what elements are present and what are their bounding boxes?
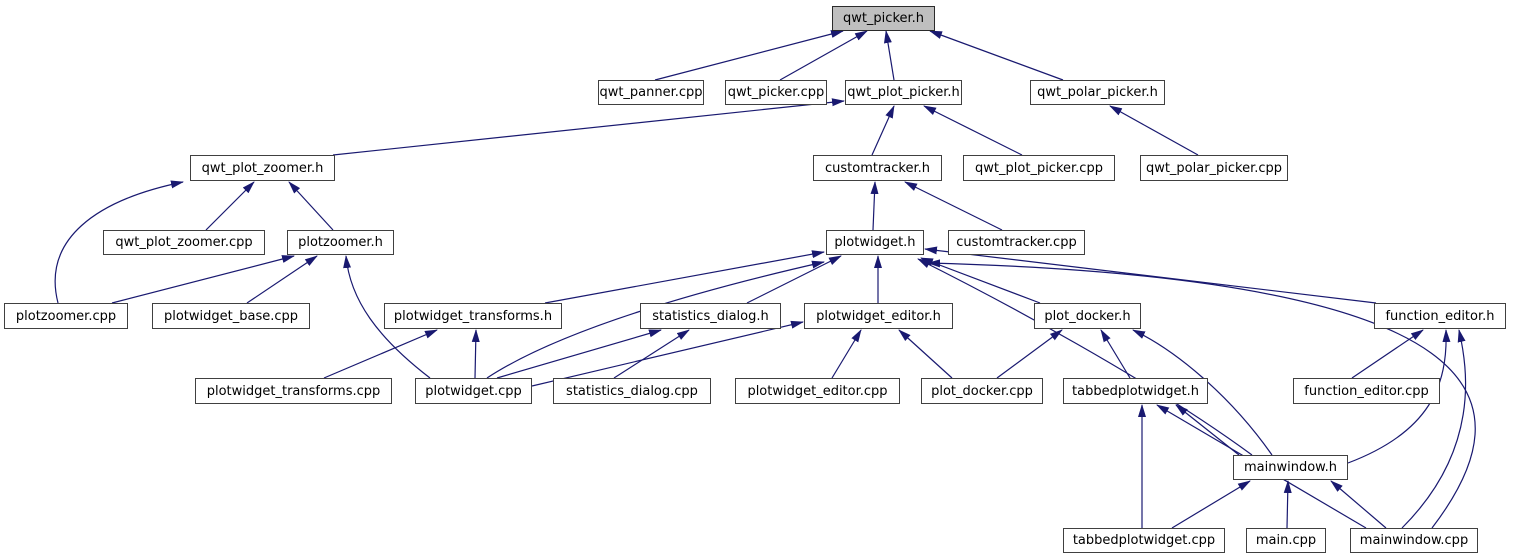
edge-plotwidget_transforms_cpp-to-plotwidget_transforms_h: [323, 329, 438, 379]
graph-node-plotwidget_editor_h[interactable]: plotwidget_editor.h: [804, 303, 953, 329]
edge-plotwidget_cpp-to-plotzoomer_h: [343, 255, 431, 379]
edge-plot_docker_cpp-to-plot_docker_h: [996, 329, 1063, 379]
graph-node-plotwidget_h[interactable]: plotwidget.h: [826, 230, 924, 255]
edge-main_cpp-to-mainwindow_h: [1283, 480, 1292, 529]
edge-tabbedplotwidget_cpp-to-mainwindow_h: [1171, 480, 1251, 529]
edge-statistics_dialog_h-to-plotwidget_h: [746, 255, 842, 304]
edge-customtracker_h-to-qwt_plot_picker_h: [871, 105, 895, 156]
graph-node-tabbedplotwidget_h[interactable]: tabbedplotwidget.h: [1063, 378, 1208, 404]
graph-node-qwt_plot_picker_h[interactable]: qwt_plot_picker.h: [845, 80, 962, 105]
edge-customtracker_cpp-to-customtracker_h: [904, 181, 1003, 231]
graph-node-plotwidget_transforms_cpp[interactable]: plotwidget_transforms.cpp: [195, 378, 392, 404]
edge-plot_docker_h-to-plotwidget_h: [920, 257, 1041, 304]
edge-qwt_plot_picker_cpp-to-qwt_plot_picker_h: [923, 105, 1023, 156]
edge-function_editor_cpp-to-function_editor_h: [1351, 329, 1424, 379]
graph-node-qwt_polar_picker_cpp[interactable]: qwt_polar_picker.cpp: [1140, 155, 1288, 181]
graph-node-plotzoomer_h[interactable]: plotzoomer.h: [287, 230, 394, 255]
edge-plotwidget_cpp-to-plotwidget_editor_h: [531, 320, 804, 387]
graph-node-function_editor_cpp[interactable]: function_editor.cpp: [1293, 378, 1440, 404]
graph-node-plot_docker_cpp[interactable]: plot_docker.cpp: [921, 378, 1043, 404]
edge-qwt_polar_picker_h-to-qwt_picker_h: [929, 30, 1064, 81]
edge-mainwindow_cpp-to-plotwidget_h: [927, 259, 1476, 529]
graph-node-plotwidget_transforms_h[interactable]: plotwidget_transforms.h: [384, 303, 562, 329]
edge-qwt_polar_picker_cpp-to-qwt_polar_picker_h: [1109, 105, 1199, 156]
edge-mainwindow_h-to-plot_docker_h: [1132, 329, 1273, 456]
edge-qwt_plot_zoomer_h-to-qwt_plot_picker_h: [332, 98, 845, 156]
edge-plotzoomer_cpp-to-plotzoomer_h: [111, 255, 295, 304]
edge-tabbedplotwidget_h-to-plot_docker_h: [1100, 329, 1131, 379]
graph-node-customtracker_h[interactable]: customtracker.h: [813, 155, 942, 181]
graph-node-plotwidget_cpp[interactable]: plotwidget.cpp: [415, 378, 532, 404]
edge-plotwidget_h-to-customtracker_h: [870, 181, 879, 231]
graph-node-statistics_dialog_h[interactable]: statistics_dialog.h: [640, 303, 781, 329]
edge-plotzoomer_cpp-to-qwt_plot_zoomer_h: [54, 180, 184, 304]
edge-qwt_plot_zoomer_cpp-to-qwt_plot_zoomer_h: [205, 181, 255, 231]
edge-mainwindow_cpp-to-function_editor_h: [1401, 329, 1467, 529]
graph-node-plotwidget_base_cpp[interactable]: plotwidget_base.cpp: [152, 303, 310, 329]
edge-qwt_panner_cpp-to-qwt_picker_h: [654, 30, 844, 81]
graph-node-qwt_picker_h[interactable]: qwt_picker.h: [832, 6, 935, 31]
graph-node-function_editor_h[interactable]: function_editor.h: [1374, 303, 1506, 329]
graph-node-qwt_picker_cpp[interactable]: qwt_picker.cpp: [725, 80, 827, 105]
graph-node-mainwindow_cpp[interactable]: mainwindow.cpp: [1350, 528, 1478, 553]
edge-qwt_picker_cpp-to-qwt_picker_h: [779, 30, 868, 81]
graph-node-customtracker_cpp[interactable]: customtracker.cpp: [948, 230, 1085, 255]
graph-node-qwt_panner_cpp[interactable]: qwt_panner.cpp: [598, 80, 704, 105]
graph-node-qwt_polar_picker_h[interactable]: qwt_polar_picker.h: [1030, 80, 1165, 105]
edge-plotwidget_cpp-to-plotwidget_transforms_h: [471, 329, 480, 379]
edge-mainwindow_h-to-plotwidget_h: [917, 258, 1253, 456]
edge-mainwindow_h-to-function_editor_h: [1347, 329, 1451, 464]
graph-node-plotzoomer_cpp[interactable]: plotzoomer.cpp: [4, 303, 128, 329]
graph-node-plotwidget_editor_cpp[interactable]: plotwidget_editor.cpp: [735, 378, 900, 404]
edge-statistics_dialog_cpp-to-statistics_dialog_h: [613, 329, 690, 379]
graph-node-qwt_plot_picker_cpp[interactable]: qwt_plot_picker.cpp: [963, 155, 1115, 181]
edge-plotwidget_cpp-to-statistics_dialog_h: [496, 329, 662, 379]
edge-plotwidget_base_cpp-to-plotzoomer_h: [246, 255, 318, 304]
edge-plotwidget_transforms_h-to-plotwidget_h: [544, 250, 825, 304]
graph-node-qwt_plot_zoomer_cpp[interactable]: qwt_plot_zoomer.cpp: [103, 230, 265, 255]
graph-node-main_cpp[interactable]: main.cpp: [1246, 528, 1326, 553]
edge-plotzoomer_h-to-qwt_plot_zoomer_h: [288, 181, 334, 231]
edge-mainwindow_cpp-to-mainwindow_h: [1330, 480, 1387, 529]
graph-node-mainwindow_h[interactable]: mainwindow.h: [1233, 455, 1348, 480]
graph-node-tabbedplotwidget_cpp[interactable]: tabbedplotwidget.cpp: [1063, 528, 1225, 553]
edge-plot_docker_cpp-to-plotwidget_editor_h: [898, 329, 953, 379]
edge-plotwidget_cpp-to-plotwidget_h: [486, 260, 825, 379]
graph-node-statistics_dialog_cpp[interactable]: statistics_dialog.cpp: [553, 378, 711, 404]
graph-node-plot_docker_h[interactable]: plot_docker.h: [1034, 303, 1141, 329]
edge-function_editor_h-to-plotwidget_h: [924, 246, 1377, 304]
edge-qwt_plot_picker_h-to-qwt_picker_h: [883, 30, 895, 81]
edge-plotwidget_editor_cpp-to-plotwidget_editor_h: [831, 329, 862, 379]
graph-node-qwt_plot_zoomer_h[interactable]: qwt_plot_zoomer.h: [190, 155, 335, 181]
